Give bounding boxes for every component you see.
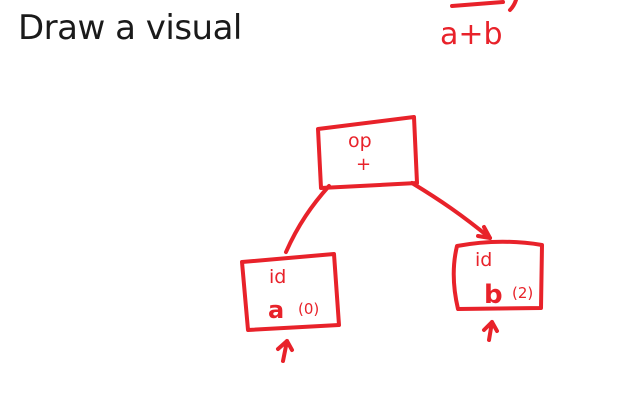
right-index-label: (2) xyxy=(512,284,533,302)
root-value-label: + xyxy=(356,154,371,175)
left-index-label: (0) xyxy=(298,300,319,318)
edge-root-left xyxy=(284,184,331,254)
root-type-label: op xyxy=(348,130,372,152)
left-type-label: id xyxy=(269,266,286,288)
left-value-label: a xyxy=(268,296,284,324)
right-pointer-arrow xyxy=(482,320,499,342)
root-node-box xyxy=(316,115,419,190)
slide-title: Draw a visual xyxy=(18,8,242,48)
left-pointer-arrow xyxy=(276,339,294,363)
edge-root-right xyxy=(410,181,492,240)
left-node-box xyxy=(240,252,341,332)
expression-annotation: a+b xyxy=(440,17,503,52)
right-value-label: b xyxy=(484,280,503,310)
edge-right-arrowhead xyxy=(476,225,492,240)
top-scribble xyxy=(450,0,518,12)
right-type-label: id xyxy=(475,249,492,271)
right-node-box xyxy=(451,239,544,311)
